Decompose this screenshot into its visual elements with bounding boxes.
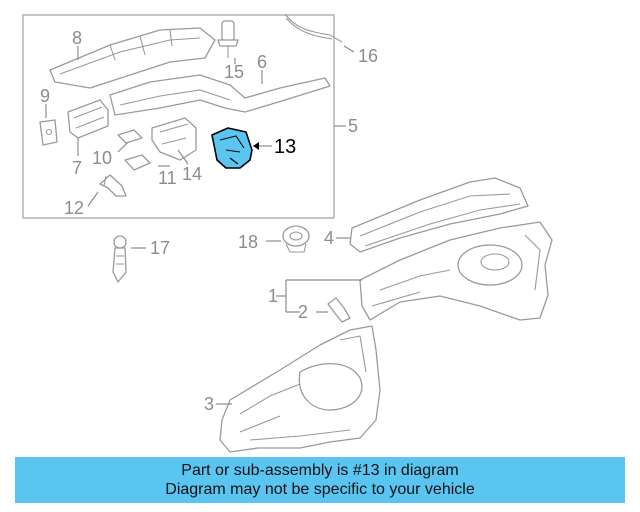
part-13-highlighted[interactable] [211,127,253,169]
callout-17[interactable]: 17 [150,238,170,258]
callout-3[interactable]: 3 [204,394,214,414]
callout-10[interactable]: 10 [92,148,112,168]
part-14-reinforcement[interactable] [151,117,197,161]
callout-2[interactable]: 2 [298,302,308,322]
callout-14[interactable]: 14 [182,164,202,184]
callout-1[interactable]: 1 [268,286,278,306]
callout-16[interactable]: 16 [358,46,378,66]
part-12-bracket[interactable] [99,174,127,197]
part-3-wheelhouse[interactable] [219,325,381,453]
part-9-bracket[interactable] [39,119,58,146]
part-16-cable[interactable] [284,13,343,43]
callout-6[interactable]: 6 [257,52,267,72]
part-7-lower-rail[interactable] [67,99,109,139]
part-8-upper-rail[interactable] [49,27,216,89]
part-6-long-rail[interactable] [109,74,331,116]
callout-18[interactable]: 18 [238,232,258,252]
callout-13[interactable]: 13 [274,136,296,158]
callout-8[interactable]: 8 [72,28,82,48]
banner-line-disclaimer: Diagram may not be specific to your vehi… [165,481,475,498]
part-11-clip[interactable] [124,154,151,171]
callout-5[interactable]: 5 [348,116,358,136]
part-1-fender-apron[interactable] [359,221,553,321]
callout-9[interactable]: 9 [40,86,50,106]
part-17-hook[interactable] [112,235,127,283]
subassembly-box [22,14,335,219]
callout-4[interactable]: 4 [324,228,334,248]
callout-12[interactable]: 12 [64,198,84,218]
part-4-upper-panel[interactable] [349,177,529,253]
callout-15[interactable]: 15 [224,62,244,82]
info-banner: Part or sub-assembly is #13 in diagram D… [15,457,625,503]
part-2-clip[interactable] [327,297,351,323]
part-18-grommet[interactable] [282,225,310,253]
callout-11[interactable]: 11 [158,168,177,188]
banner-line-part: Part or sub-assembly is #13 in diagram [181,462,459,479]
callout-7[interactable]: 7 [72,158,82,178]
part-10-pad[interactable] [117,129,143,144]
part-15-bolt[interactable] [217,20,239,58]
